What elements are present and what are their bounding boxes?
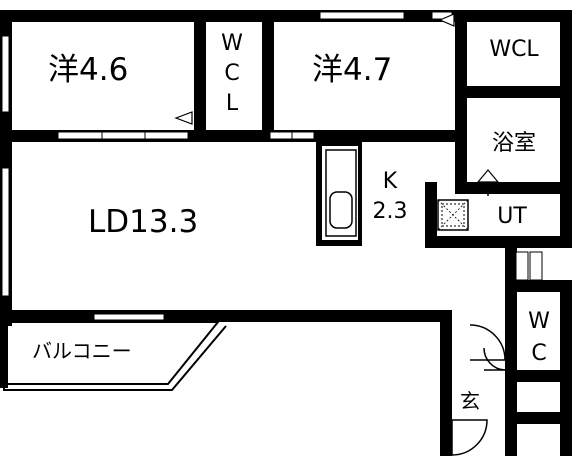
floor-storage: [517, 382, 560, 412]
floor-ld: [12, 142, 425, 310]
shoe-rack-b: [529, 251, 543, 281]
balcony-inner: [8, 321, 221, 385]
wall-top-left: [0, 10, 268, 22]
partition-openings: [57, 131, 315, 140]
wall-ut-left: [425, 182, 437, 248]
label-wc-lower-1: W: [528, 309, 550, 334]
wall-right-upper: [560, 10, 572, 238]
wall-entrance-left: [440, 310, 452, 456]
wall-wc-room-b: [262, 10, 274, 132]
door-wc-lower: [483, 347, 506, 371]
window-room-b: [319, 11, 405, 20]
label-wc-lower-2: C: [531, 341, 546, 366]
window-room-a: [1, 35, 10, 113]
wall-ut-bottom: [425, 236, 572, 248]
wall-top-right: [455, 10, 571, 22]
washer-pan: [437, 199, 469, 231]
washer-pan-diag-2: [437, 199, 469, 231]
marker-room-a-icon: [174, 111, 193, 125]
label-room-b: 洋4.7: [312, 52, 392, 88]
room-labels: 洋4.6 W C L 洋4.7 WCL LD13.3 K 2.3 浴室 UT W…: [32, 31, 550, 413]
wall-room-b-bath: [455, 10, 467, 192]
shoe-rack: [515, 251, 543, 281]
floor-wcl: [467, 22, 560, 86]
label-entrance: 玄: [460, 389, 480, 413]
shoe-rack-a: [515, 251, 529, 281]
kitchen-counter: [316, 142, 362, 246]
wall-wc-bottom: [505, 370, 572, 382]
floor-ld-notch: [425, 142, 455, 182]
label-kitchen-letter: K: [383, 169, 398, 194]
marker-bath-icon: [476, 169, 500, 183]
door-markers: [174, 13, 500, 183]
label-kitchen-size: 2.3: [373, 199, 408, 224]
floor-wc-lower: [517, 292, 560, 370]
label-wc-upper-3: L: [226, 91, 239, 116]
wall-storage-bottom: [505, 412, 572, 424]
opening-room-a: [57, 131, 189, 140]
wall-wcl-bottom: [455, 86, 572, 98]
label-balcony: バルコニー: [32, 339, 132, 363]
label-wcl: WCL: [489, 37, 539, 62]
balcony: [3, 321, 227, 391]
floor-bath: [467, 98, 560, 182]
balcony-outer: [3, 322, 227, 391]
label-wc-upper-2: C: [224, 61, 239, 86]
wall-wc-top: [505, 280, 572, 292]
marker-room-b-icon: [438, 13, 455, 27]
wall-ld-bottom: [0, 310, 452, 322]
label-bath: 浴室: [492, 131, 536, 156]
doors: [451, 182, 506, 456]
label-ut: UT: [497, 204, 527, 229]
floor-entrance: [452, 380, 505, 420]
wall-kitchen-top: [325, 130, 465, 142]
floor-hall: [452, 248, 505, 310]
floor-wc-upper: [206, 22, 262, 130]
wall-room-a-wc: [194, 10, 206, 132]
wall-right-lower: [560, 280, 572, 456]
label-ld: LD13.3: [88, 204, 198, 240]
window-ld: [1, 167, 10, 297]
label-wc-upper-1: W: [221, 31, 243, 56]
label-room-a: 洋4.6: [48, 52, 128, 88]
door-entrance: [451, 419, 488, 456]
windows: [1, 11, 453, 321]
wall-bath-bottom: [455, 182, 572, 194]
floor-room-b: [274, 22, 455, 130]
floor-room-a: [12, 22, 194, 130]
window-balcony: [93, 313, 165, 321]
washer-pan-grid: [441, 203, 465, 227]
sink-icon: [329, 191, 353, 229]
